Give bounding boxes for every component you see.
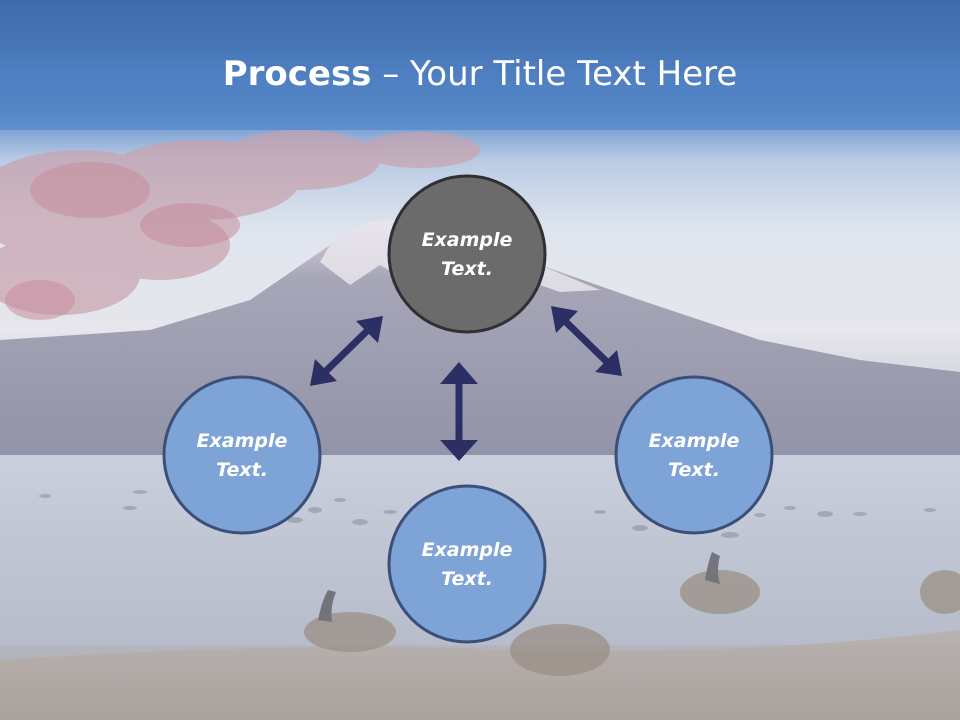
process-circle-left: Example Text. — [162, 375, 322, 535]
arrow-top-right — [551, 306, 622, 376]
circle-top-line2: Text. — [441, 258, 493, 280]
process-circle-top: Example Text. — [387, 174, 547, 334]
circle-right-line2: Text. — [668, 459, 720, 481]
circle-right-line1: Example — [649, 430, 740, 452]
circle-bottom-line1: Example — [422, 539, 513, 561]
circle-left-line2: Text. — [216, 459, 268, 481]
title-bold: Process — [222, 54, 372, 94]
title-bar — [0, 0, 960, 130]
process-circle-bottom: Example Text. — [387, 484, 547, 644]
arrow-vertical — [440, 362, 478, 461]
circle-bottom-line2: Text. — [441, 568, 493, 590]
circle-left-line1: Example — [197, 430, 288, 452]
process-circle-right: Example Text. — [614, 375, 774, 535]
circle-top-line1: Example — [422, 229, 513, 251]
title-rest: – Your Title Text Here — [371, 54, 738, 94]
arrow-top-left — [310, 316, 383, 386]
slide-title: Process – Your Title Text Here — [0, 52, 960, 96]
